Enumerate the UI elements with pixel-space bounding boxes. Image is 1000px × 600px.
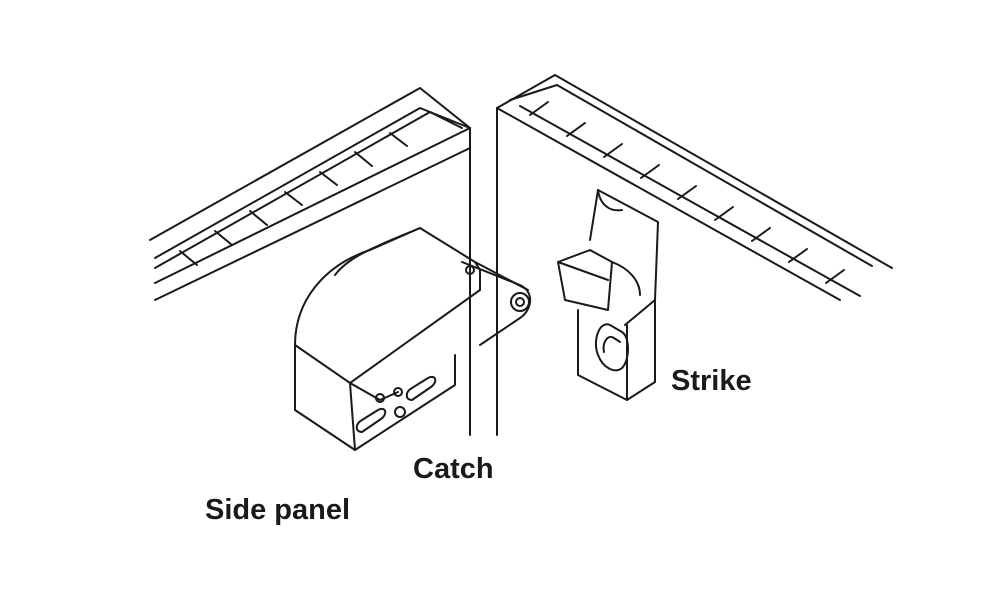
label-catch: Catch xyxy=(413,453,494,485)
door-panel-shape xyxy=(496,74,893,436)
side-panel-shape xyxy=(149,87,471,436)
label-strike: Strike xyxy=(671,365,752,397)
strike-shape xyxy=(557,189,659,401)
label-side-panel: Side panel xyxy=(205,494,351,526)
catch-shape xyxy=(294,227,532,451)
